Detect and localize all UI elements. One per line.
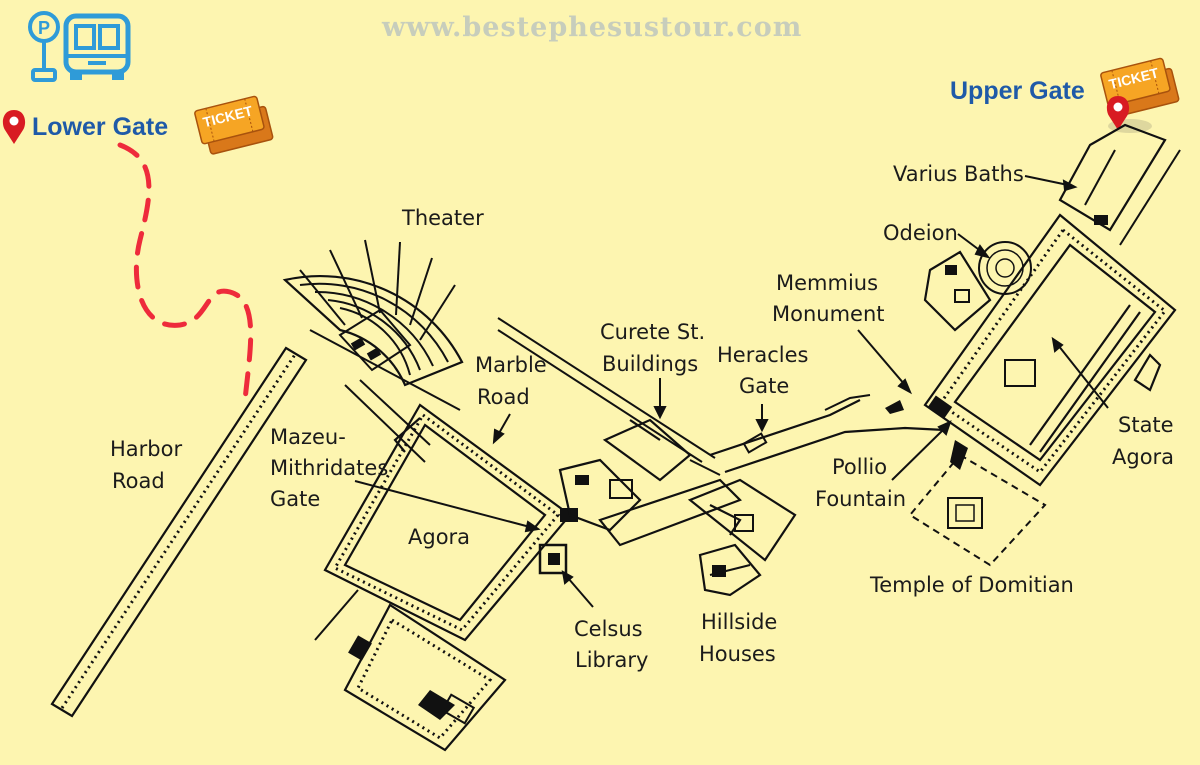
curete-buildings-ruins <box>558 418 742 547</box>
walking-route <box>117 142 254 403</box>
upper-gate-marker[interactable]: Upper Gate TICKET <box>950 57 1181 133</box>
celsus-library-ruins <box>538 508 578 575</box>
harbor-road <box>50 346 308 718</box>
svg-text:Mithridates: Mithridates <box>270 456 388 480</box>
svg-text:Memmius: Memmius <box>776 271 878 295</box>
label-agora: Agora <box>408 525 470 549</box>
svg-text:Library: Library <box>575 648 648 672</box>
svg-text:Celsus: Celsus <box>574 617 643 641</box>
label-pollio-fountain: Pollio Fountain <box>815 455 906 511</box>
svg-text:Gate: Gate <box>270 487 320 511</box>
ticket-icon: TICKET <box>1099 57 1181 118</box>
svg-text:Gate: Gate <box>739 374 789 398</box>
svg-text:State: State <box>1118 413 1174 437</box>
map-pin-icon <box>2 110 26 144</box>
hillside-houses <box>687 478 797 597</box>
lower-annex <box>314 589 507 752</box>
label-celsus-library: Celsus Library <box>574 617 648 672</box>
theater <box>282 239 464 411</box>
label-odeion: Odeion <box>883 221 958 245</box>
svg-text:Road: Road <box>477 385 530 409</box>
svg-text:Hillside: Hillside <box>701 610 777 634</box>
parking-sign-icon: P <box>28 11 60 82</box>
label-memmius-monument: Memmius Monument <box>772 271 885 326</box>
bus-icon <box>63 13 131 80</box>
odeion <box>923 241 1032 332</box>
curete-street <box>709 394 946 474</box>
lower-gate-marker[interactable]: Lower Gate TICKET <box>2 95 275 156</box>
svg-text:Buildings: Buildings <box>602 352 698 376</box>
svg-text:Fountain: Fountain <box>815 487 906 511</box>
svg-text:Harbor: Harbor <box>110 437 182 461</box>
label-theater: Theater <box>401 206 484 230</box>
state-agora <box>923 213 1177 487</box>
upper-gate-label: Upper Gate <box>950 77 1085 105</box>
label-curete-buildings: Curete St. Buildings <box>600 320 705 376</box>
label-marble-road: Marble Road <box>475 353 547 409</box>
svg-text:Marble: Marble <box>475 353 547 377</box>
label-arrows <box>354 175 1109 608</box>
svg-text:Road: Road <box>112 469 165 493</box>
svg-text:Pollio: Pollio <box>832 455 887 479</box>
label-state-agora: State Agora <box>1112 413 1174 469</box>
ticket-icon: TICKET <box>193 95 275 156</box>
temple-of-domitian <box>908 440 1047 567</box>
svg-text:P: P <box>38 18 50 38</box>
agora <box>323 403 572 642</box>
varius-baths <box>1058 123 1181 246</box>
svg-text:Monument: Monument <box>772 302 885 326</box>
svg-text:Mazeu-: Mazeu- <box>270 425 346 449</box>
label-varius-baths: Varius Baths <box>893 162 1024 186</box>
svg-text:Curete St.: Curete St. <box>600 320 705 344</box>
label-harbor-road: Harbor Road <box>110 437 182 493</box>
label-heracles-gate: Heracles Gate <box>717 343 808 398</box>
svg-text:Heracles: Heracles <box>717 343 808 367</box>
svg-text:Agora: Agora <box>1112 445 1174 469</box>
lower-gate-label: Lower Gate <box>32 113 168 141</box>
label-mazeu-mithridates-gate: Mazeu- Mithridates Gate <box>270 425 388 511</box>
watermark: www.bestephesustour.com <box>381 12 802 43</box>
label-hillside-houses: Hillside Houses <box>699 610 777 666</box>
label-temple-of-domitian: Temple of Domitian <box>869 573 1074 597</box>
svg-text:Houses: Houses <box>699 642 776 666</box>
